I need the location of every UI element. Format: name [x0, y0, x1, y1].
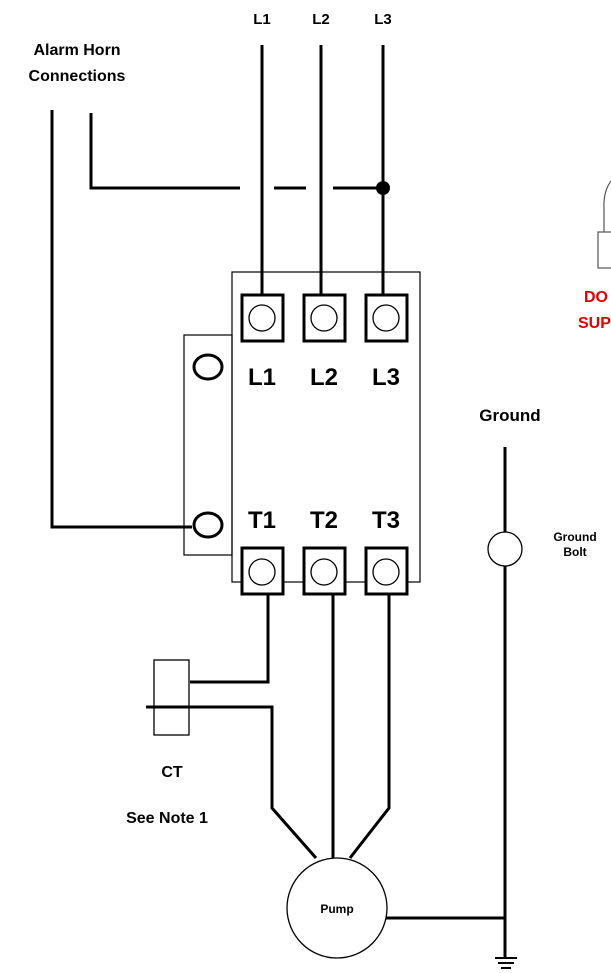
- wire-t1-lower: [146, 705, 318, 859]
- surge-device-icon: [597, 180, 611, 269]
- alarm-wire-1: [89, 113, 240, 190]
- terminal-t3: [364, 546, 409, 596]
- auxiliary-contact-block: [183, 334, 233, 556]
- alarm-horn-label-line1: Alarm Horn: [33, 42, 120, 59]
- ct-note: See Note 1: [126, 810, 208, 827]
- line-label-l3: L3: [374, 11, 392, 28]
- alarm-horn-label-line2: Connections: [29, 68, 126, 85]
- terminal-l3: [364, 293, 409, 343]
- terminal-label-t3: T3: [372, 507, 400, 534]
- ground-symbol: [495, 957, 517, 969]
- current-transformer: [153, 659, 190, 736]
- pump-label: Pump: [320, 902, 353, 916]
- terminal-t1: [240, 546, 285, 596]
- ground-label: Ground: [479, 406, 540, 425]
- cutoff-label-line2: SUP: [578, 315, 611, 332]
- terminal-label-l1: L1: [248, 364, 276, 391]
- terminal-label-l3: L3: [372, 364, 400, 391]
- terminal-l2: [302, 293, 347, 343]
- cutoff-label-line1: DO: [584, 289, 608, 306]
- terminal-t2: [302, 546, 347, 596]
- pump-motor: [286, 857, 388, 959]
- terminal-l1: [240, 293, 285, 343]
- junction-dot: [376, 181, 390, 195]
- alarm-wire-2: [50, 110, 192, 529]
- aux-terminal-top: [192, 353, 224, 381]
- ct-label: CT: [161, 764, 183, 781]
- terminal-label-t1: T1: [248, 507, 276, 534]
- terminal-label-t2: T2: [310, 507, 338, 534]
- ground-bolt-label-line1: Ground: [553, 530, 596, 544]
- terminal-label-l2: L2: [310, 364, 338, 391]
- ground-bolt-label-line2: Bolt: [563, 545, 586, 559]
- line-label-l2: L2: [312, 11, 330, 28]
- wire-t1-upper: [190, 594, 270, 684]
- wire-t3: [348, 594, 391, 859]
- aux-terminal-bottom: [192, 511, 224, 539]
- ground-bolt: [487, 531, 523, 567]
- line-label-l1: L1: [253, 11, 271, 28]
